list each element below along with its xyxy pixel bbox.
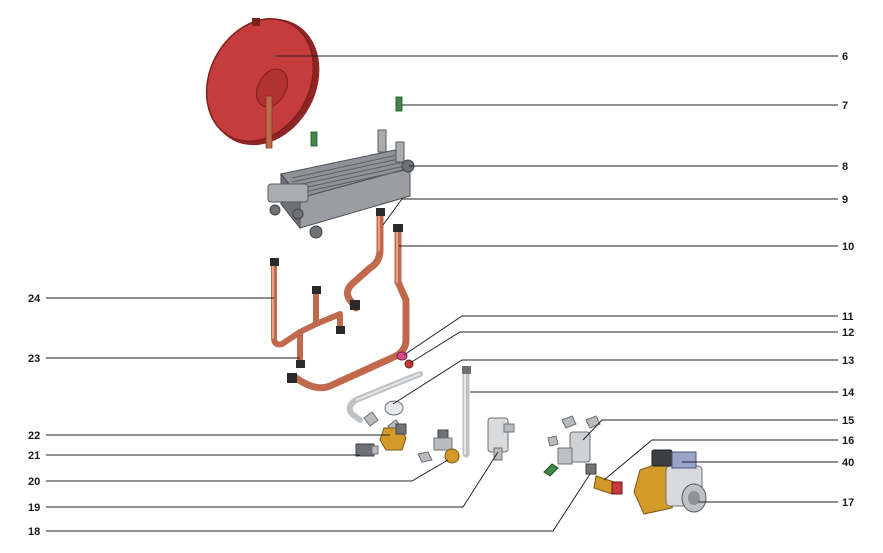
leader-13 <box>392 359 838 405</box>
leader-11 <box>403 315 838 356</box>
sensor-clip <box>310 96 403 147</box>
callout-label-40: 40 <box>842 457 854 469</box>
callout-label-9: 9 <box>842 194 848 206</box>
expansion-vessel <box>205 18 320 149</box>
filter-housing <box>487 417 515 461</box>
u-pipe <box>270 258 321 348</box>
callout-label-17: 17 <box>842 497 854 509</box>
pipe-clip <box>396 351 408 361</box>
leader-12 <box>409 331 838 364</box>
callout-label-22: 22 <box>28 430 40 442</box>
callout-label-11: 11 <box>842 311 854 323</box>
callout-label-16: 16 <box>842 435 854 447</box>
lower-pipe <box>296 311 345 368</box>
callout-label-13: 13 <box>842 355 854 367</box>
callout-label-6: 6 <box>842 51 848 63</box>
callout-label-21: 21 <box>28 450 40 462</box>
callout-label-18: 18 <box>28 526 40 538</box>
callout-labels: 6 7 8 9 10 11 12 13 14 15 16 40 17 18 19… <box>28 51 855 538</box>
callout-label-20: 20 <box>28 476 40 488</box>
callout-label-19: 19 <box>28 502 40 514</box>
pipe-seal <box>404 359 414 369</box>
leader-18 <box>46 473 591 532</box>
bypass-pipe <box>462 366 471 458</box>
leader-16 <box>603 439 838 481</box>
drain-valve <box>417 429 460 464</box>
pressure-gauge-pipe <box>346 371 423 435</box>
flow-pipe <box>343 208 385 312</box>
callout-label-14: 14 <box>842 387 855 399</box>
leader-19 <box>46 451 499 508</box>
callout-label-12: 12 <box>842 327 854 339</box>
callout-label-10: 10 <box>842 241 854 253</box>
union-fitting <box>355 443 379 457</box>
circulation-pump <box>633 459 707 515</box>
callout-label-8: 8 <box>842 161 848 173</box>
callout-label-23: 23 <box>28 353 40 365</box>
return-pipe <box>287 224 410 392</box>
callout-label-24: 24 <box>28 293 41 305</box>
leader-20 <box>46 459 449 482</box>
callout-label-15: 15 <box>842 415 854 427</box>
safety-valve <box>585 463 623 495</box>
callout-label-7: 7 <box>842 100 848 112</box>
leader-9 <box>382 198 838 226</box>
brass-fitting <box>379 423 407 451</box>
valve-body <box>543 415 601 477</box>
leader-lines <box>46 55 838 532</box>
heat-exchanger <box>267 129 415 239</box>
pump-head <box>651 449 697 469</box>
leader-15 <box>582 419 838 441</box>
